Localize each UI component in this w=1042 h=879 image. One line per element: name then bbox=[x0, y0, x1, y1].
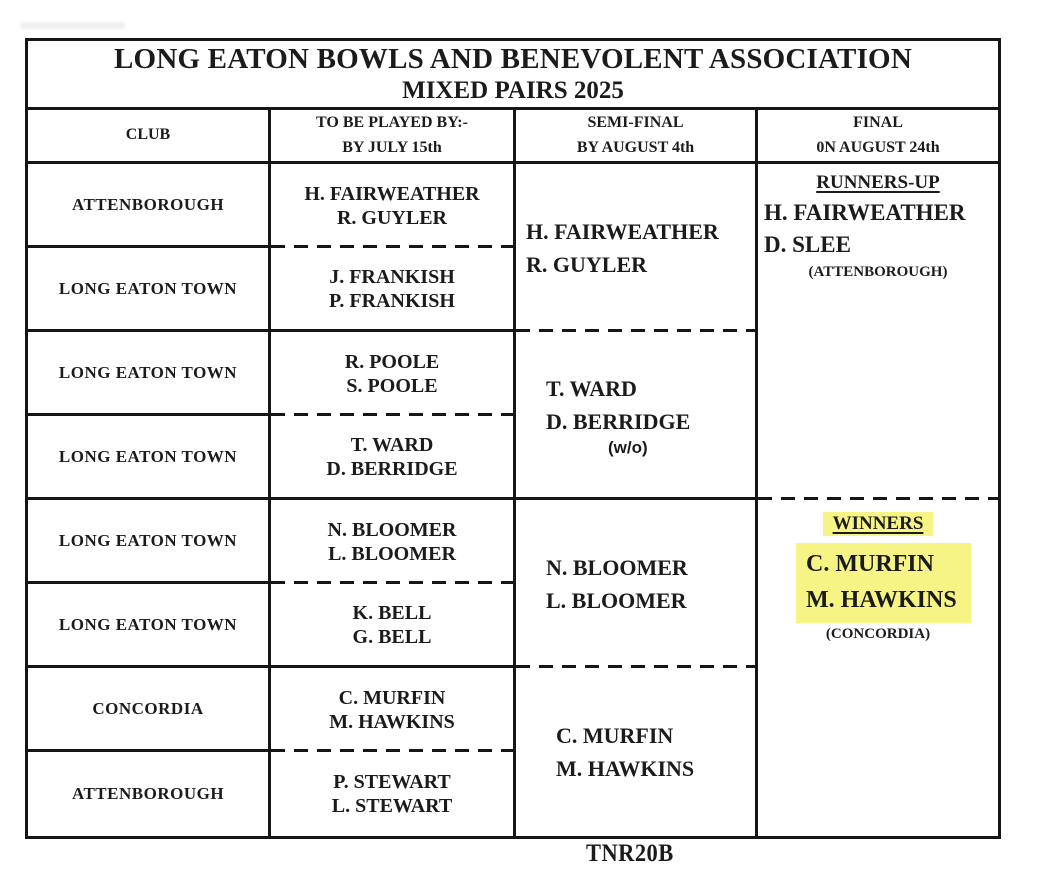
round1-pair-cell: K. BELL G. BELL bbox=[271, 584, 516, 668]
player-name: P. STEWART bbox=[333, 771, 451, 793]
player-name: L. BLOOMER bbox=[328, 543, 456, 565]
winners-heading: WINNERS bbox=[822, 512, 934, 536]
player-name: R. GUYLER bbox=[336, 207, 447, 229]
runners-up-heading: RUNNERS-UP bbox=[816, 172, 940, 193]
semifinal-cell: H. FAIRWEATHER R. GUYLER bbox=[516, 164, 758, 332]
column-header-club: CLUB bbox=[28, 110, 271, 164]
header-line: TO BE PLAYED BY:- bbox=[316, 113, 468, 131]
club-cell: LONG EATON TOWN bbox=[28, 584, 271, 668]
club-cell: CONCORDIA bbox=[28, 668, 271, 752]
form-code: TNR20B bbox=[586, 840, 674, 867]
player-name: N. BLOOMER bbox=[546, 555, 688, 580]
player-name: K. BELL bbox=[352, 601, 432, 624]
player-name: C. MURFIN bbox=[806, 551, 934, 577]
club-cell: LONG EATON TOWN bbox=[28, 332, 271, 416]
winners-club: (CONCORDIA) bbox=[825, 626, 931, 642]
player-name: T. WARD bbox=[350, 433, 434, 456]
player-name: M. HAWKINS bbox=[806, 587, 957, 613]
player-name: M. HAWKINS bbox=[556, 756, 695, 781]
column-header-round1: TO BE PLAYED BY:- BY JULY 15th bbox=[271, 110, 516, 164]
scan-artifact bbox=[20, 22, 125, 29]
player-name: D. SLEE bbox=[764, 232, 851, 258]
player-name: R. POOLE bbox=[344, 351, 440, 373]
player-name: H. FAIRWEATHER bbox=[526, 219, 719, 244]
round1-pair-cell: N. BLOOMER L. BLOOMER bbox=[271, 500, 516, 584]
walkover-note: (w/o) bbox=[608, 437, 648, 457]
player-name: R. GUYLER bbox=[526, 252, 648, 277]
final-runners-up-cell: RUNNERS-UP H. FAIRWEATHER D. SLEE (ATTEN… bbox=[758, 164, 998, 500]
round1-pair-cell: J. FRANKISH P. FRANKISH bbox=[271, 248, 516, 332]
bracket-table: LONG EATON BOWLS AND BENEVOLENT ASSOCIAT… bbox=[25, 38, 1001, 839]
header-line: CLUB bbox=[125, 126, 171, 144]
round1-pair-cell: R. POOLE S. POOLE bbox=[271, 332, 516, 416]
semifinal-cell: N. BLOOMER L. BLOOMER bbox=[516, 500, 758, 668]
player-name: H. FAIRWEATHER bbox=[764, 200, 966, 225]
club-cell: ATTENBOROUGH bbox=[28, 164, 271, 248]
header-line: 0N AUGUST 24th bbox=[816, 138, 940, 156]
club-cell: ATTENBOROUGH bbox=[28, 752, 271, 836]
player-name: G. BELL bbox=[352, 625, 432, 648]
round1-pair-cell: H. FAIRWEATHER R. GUYLER bbox=[271, 164, 516, 248]
title-line-2: MIXED PAIRS 2025 bbox=[402, 77, 624, 105]
player-name: D. BERRIDGE bbox=[326, 457, 458, 480]
club-cell: LONG EATON TOWN bbox=[28, 248, 271, 332]
player-name: T. WARD bbox=[546, 375, 637, 401]
club-cell: LONG EATON TOWN bbox=[28, 500, 271, 584]
player-name: P. FRANKISH bbox=[329, 289, 455, 312]
runners-up-club: (ATTENBOROUGH) bbox=[808, 264, 948, 281]
header-line: SEMI-FINAL bbox=[587, 113, 684, 131]
player-name: N. BLOOMER bbox=[327, 519, 457, 541]
table-title: LONG EATON BOWLS AND BENEVOLENT ASSOCIAT… bbox=[28, 41, 998, 110]
player-name: C. MURFIN bbox=[338, 687, 446, 709]
player-name: L. BLOOMER bbox=[546, 588, 687, 613]
club-cell: LONG EATON TOWN bbox=[28, 416, 271, 500]
header-line: FINAL bbox=[853, 113, 903, 131]
title-line-1: LONG EATON BOWLS AND BENEVOLENT ASSOCIAT… bbox=[114, 42, 912, 75]
final-winners-cell: WINNERS C. MURFIN M. HAWKINS (CONCORDIA) bbox=[758, 500, 998, 836]
winners-names: C. MURFIN M. HAWKINS bbox=[796, 543, 971, 623]
header-line: BY AUGUST 4th bbox=[576, 138, 695, 156]
round1-pair-cell: T. WARD D. BERRIDGE bbox=[271, 416, 516, 500]
player-name: J. FRANKISH bbox=[329, 265, 455, 288]
header-line: BY JULY 15th bbox=[342, 138, 442, 156]
player-name: D. BERRIDGE bbox=[546, 408, 691, 434]
player-name: H. FAIRWEATHER bbox=[304, 183, 480, 205]
player-name: S. POOLE bbox=[346, 375, 438, 397]
round1-pair-cell: C. MURFIN M. HAWKINS bbox=[271, 668, 516, 752]
round1-pair-cell: P. STEWART L. STEWART bbox=[271, 752, 516, 836]
player-name: M. HAWKINS bbox=[329, 711, 455, 733]
semifinal-cell: T. WARD D. BERRIDGE (w/o) bbox=[516, 332, 758, 500]
column-header-semifinal: SEMI-FINAL BY AUGUST 4th bbox=[516, 110, 758, 164]
player-name: C. MURFIN bbox=[556, 723, 674, 748]
semifinal-cell: C. MURFIN M. HAWKINS bbox=[516, 668, 758, 836]
column-header-final: FINAL 0N AUGUST 24th bbox=[758, 110, 998, 164]
player-name: L. STEWART bbox=[331, 795, 453, 817]
